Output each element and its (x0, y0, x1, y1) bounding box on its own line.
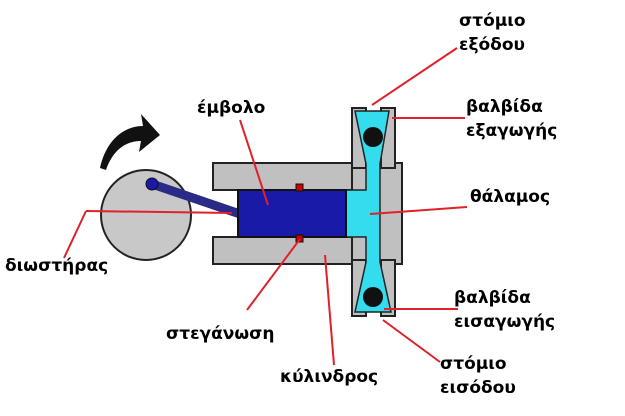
leader-lines (63, 47, 468, 366)
label-outlet-port-line-1: στόμιο (459, 11, 526, 31)
label-inlet-valve-line-2: εισαγωγής (454, 312, 556, 332)
cylinder-top-wall (212, 162, 361, 191)
label-outlet-port: στόμιο εξόδου (459, 9, 526, 57)
label-inlet-port: στόμιο εισόδου (440, 352, 516, 400)
label-outlet-valve: βαλβίδα εξαγωγής (466, 95, 557, 143)
label-cylinder: κύλινδρος (280, 367, 379, 387)
label-inlet-valve: βαλβίδα εισαγωγής (454, 286, 555, 334)
crank-pin (145, 177, 159, 191)
inlet-valve-ball (363, 287, 383, 307)
label-crankshaft: διωστήρας (5, 256, 109, 276)
label-inlet-port-line-2: εισόδου (440, 378, 516, 398)
label-inlet-port-line-1: στόμιο (440, 354, 507, 374)
piston (237, 189, 347, 238)
seal-top (295, 183, 304, 192)
label-outlet-port-line-2: εξόδου (459, 35, 526, 55)
cylinder-bottom-wall (212, 236, 361, 265)
label-seal: στεγάνωση (166, 324, 275, 344)
outlet-valve-ball (363, 127, 383, 147)
connecting-rod (147, 179, 245, 219)
seal-bottom (295, 234, 304, 243)
fluid-chamber (344, 110, 392, 313)
label-piston: έμβολο (197, 98, 266, 118)
rotation-arrow-icon (100, 114, 160, 170)
label-chamber: θάλαμος (470, 187, 551, 207)
label-outlet-valve-line-1: βαλβίδα (466, 97, 543, 117)
label-outlet-valve-line-2: εξαγωγής (466, 121, 558, 141)
label-inlet-valve-line-1: βαλβίδα (454, 288, 531, 308)
